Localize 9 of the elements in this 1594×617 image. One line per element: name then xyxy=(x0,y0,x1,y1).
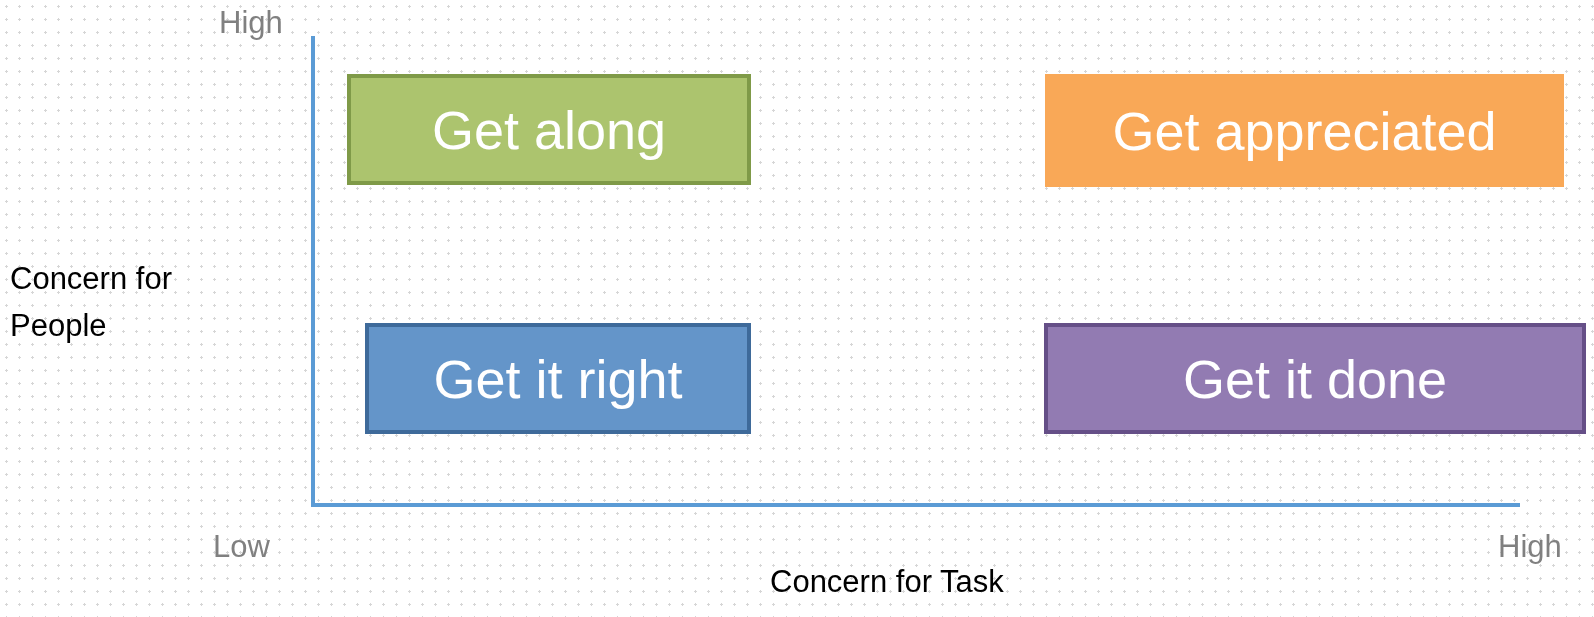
quadrant-box: Get it done xyxy=(1044,323,1586,434)
quadrant-box: Get appreciated xyxy=(1045,74,1564,187)
axis-title: Concern for People xyxy=(10,260,173,345)
axis-title: Concern for Task xyxy=(770,565,1004,600)
axis-label: Low xyxy=(213,530,270,565)
axis-label: High xyxy=(219,6,283,41)
quadrant-box: Get it right xyxy=(365,323,751,434)
axis-label: High xyxy=(1498,530,1562,565)
quadrant-box: Get along xyxy=(347,74,751,185)
